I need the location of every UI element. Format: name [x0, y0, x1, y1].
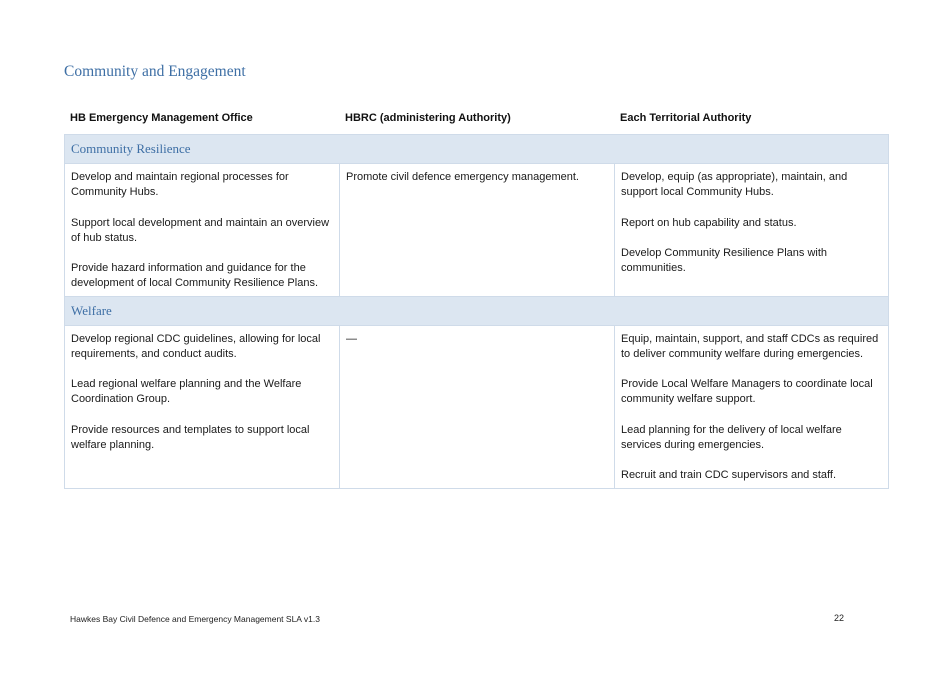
cell-hb-office: Develop and maintain regional processes … [64, 163, 340, 297]
cell-paragraph: Lead planning for the delivery of local … [621, 423, 842, 451]
header-territorial-authority: Each Territorial Authority [620, 112, 752, 124]
cell-paragraph: Develop Community Resilience Plans with … [621, 246, 828, 275]
cell-paragraph: Provide hazard information and guidance … [71, 262, 319, 290]
section-title: Community and Engagement [64, 63, 246, 80]
cell-paragraph: Provide Local Welfare Managers to coordi… [621, 378, 873, 406]
section-band-community-resilience: Community Resilience [64, 134, 889, 164]
cell-hb-office: Develop regional CDC guidelines, allowin… [64, 324, 340, 489]
table-header-row: HB Emergency Management Office HBRC (adm… [64, 112, 888, 132]
section-band-title: Community Resilience [64, 134, 889, 164]
header-hb-emergency-management-office: HB Emergency Management Office [70, 112, 253, 124]
section-band-title: Welfare [64, 295, 889, 326]
cell-paragraph: Recruit and train CDC supervisors and st… [621, 469, 836, 482]
cell-paragraph: Develop regional CDC guidelines, allowin… [71, 332, 321, 360]
header-hbrc: HBRC (administering Authority) [345, 112, 511, 124]
footer-document-title: Hawkes Bay Civil Defence and Emergency M… [70, 614, 320, 624]
cell-paragraph: Support local development and maintain a… [71, 216, 330, 244]
table-row: Develop and maintain regional processes … [64, 163, 889, 297]
cell-paragraph: Promote civil defence emergency manageme… [346, 171, 579, 183]
section-band-welfare: Welfare [64, 295, 889, 326]
cell-paragraph: Provide resources and templates to suppo… [71, 423, 310, 451]
cell-paragraph: Lead regional welfare planning and the W… [71, 378, 302, 406]
footer-page-number: 22 [834, 613, 845, 623]
cell-paragraph: — [346, 332, 357, 345]
responsibilities-table: Community Resilience Develop and maintai… [64, 134, 889, 489]
cell-paragraph: Develop and maintain regional processes … [71, 171, 289, 199]
cell-hbrc: Promote civil defence emergency manageme… [339, 163, 615, 297]
table-row: Develop regional CDC guidelines, allowin… [64, 324, 889, 489]
cell-paragraph: Report on hub capability and status. [621, 216, 797, 229]
cell-hbrc: — [339, 324, 615, 489]
cell-paragraph: Develop, equip (as appropriate), maintai… [621, 171, 848, 199]
cell-paragraph: Equip, maintain, support, and staff CDCs… [621, 332, 879, 360]
cell-territorial-authority: Equip, maintain, support, and staff CDCs… [614, 324, 889, 489]
cell-territorial-authority: Develop, equip (as appropriate), maintai… [614, 163, 889, 297]
